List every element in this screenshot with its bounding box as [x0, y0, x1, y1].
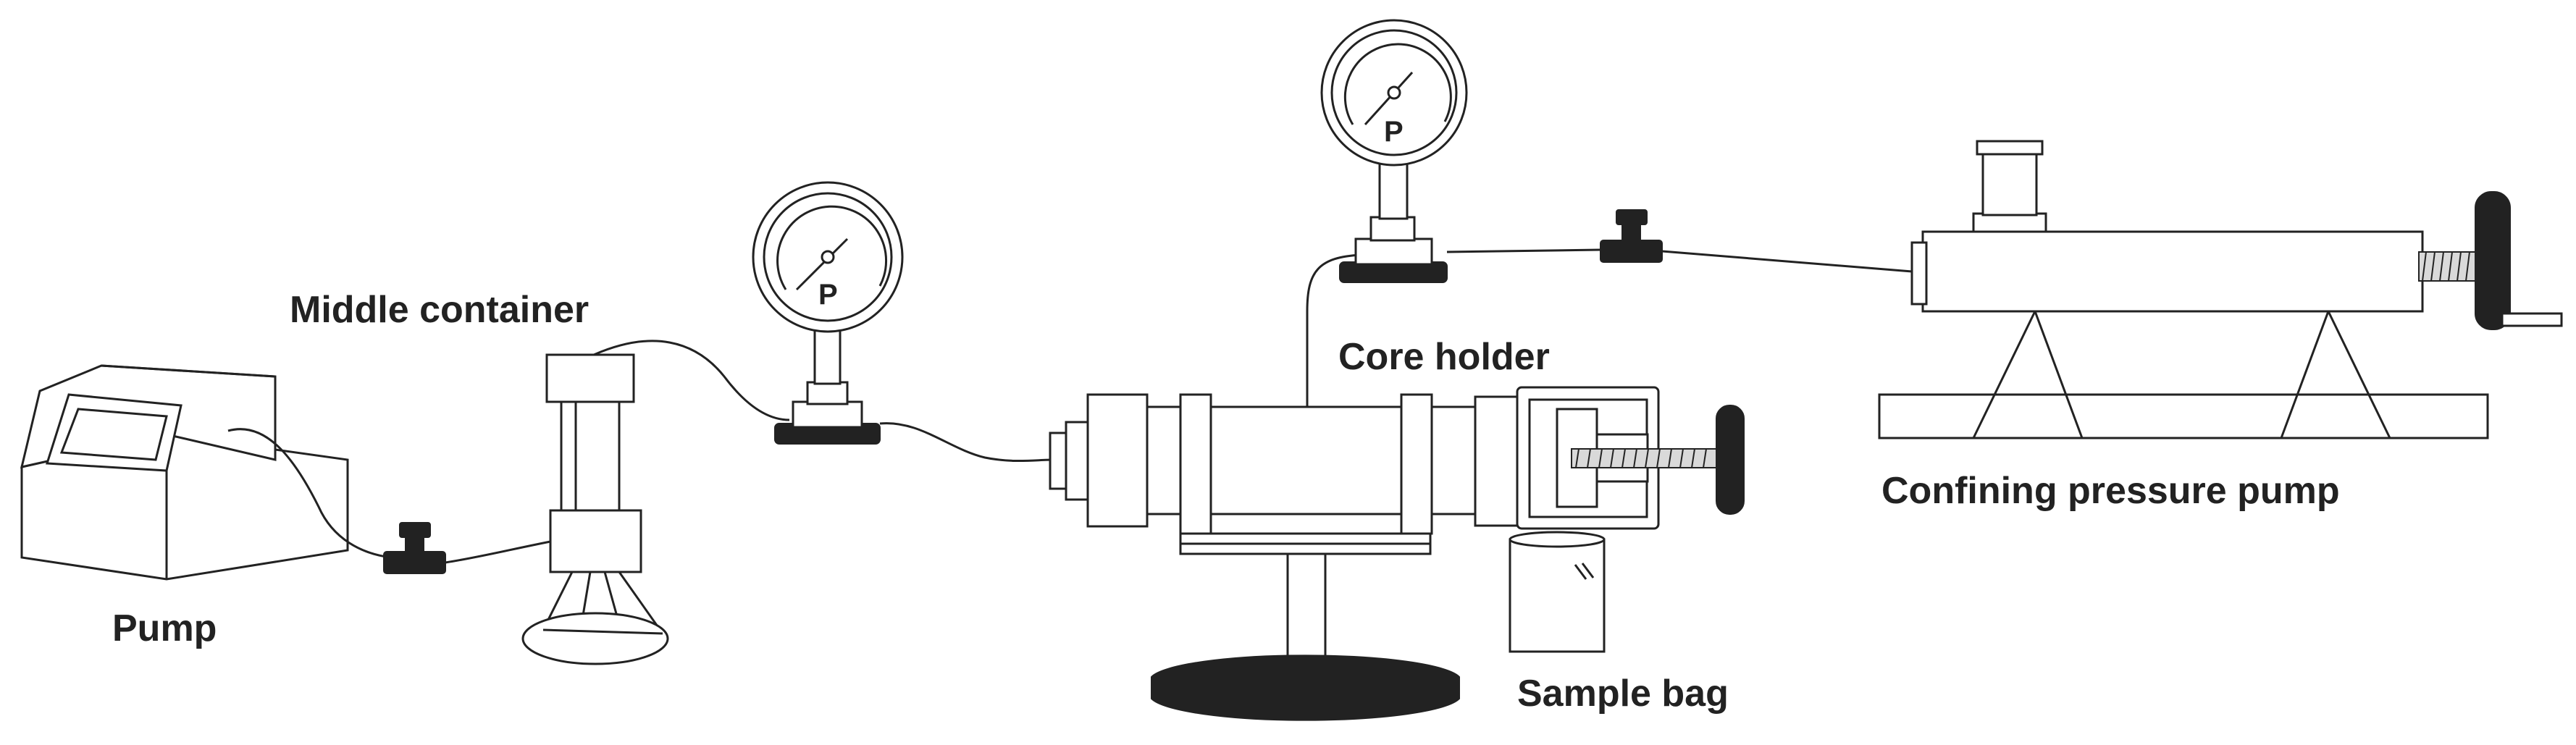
core-holder-screw [1571, 448, 1717, 468]
gauge-top-symbol: P [1384, 116, 1404, 148]
core-holder: Core holder [1049, 336, 1745, 721]
pump: Pump [20, 364, 349, 649]
core-holder-handwheel [1716, 405, 1745, 515]
pressure-gauge-left: P [752, 181, 904, 445]
middle-container: Middle container [290, 289, 669, 665]
sample-bag: Sample bag [1509, 531, 1729, 715]
confining-pump-handwheel [2475, 191, 2511, 330]
core-holder-label: Core holder [1338, 336, 1550, 378]
valve-2 [1600, 209, 1663, 263]
valve-1 [383, 522, 446, 574]
confining-pump-screw [2418, 251, 2481, 282]
gauge-left-symbol: P [818, 279, 838, 311]
pump-label: Pump [112, 607, 217, 649]
confining-pump-handle [2501, 312, 2563, 327]
pressure-gauge-top: P [1320, 19, 1468, 283]
sample-bag-label: Sample bag [1517, 673, 1729, 715]
core-holder-base [1151, 654, 1460, 721]
confining-pressure-pump-label: Confining pressure pump [1881, 470, 2340, 512]
confining-pressure-pump: Confining pressure pump [1878, 140, 2563, 512]
middle-container-label: Middle container [290, 289, 589, 331]
